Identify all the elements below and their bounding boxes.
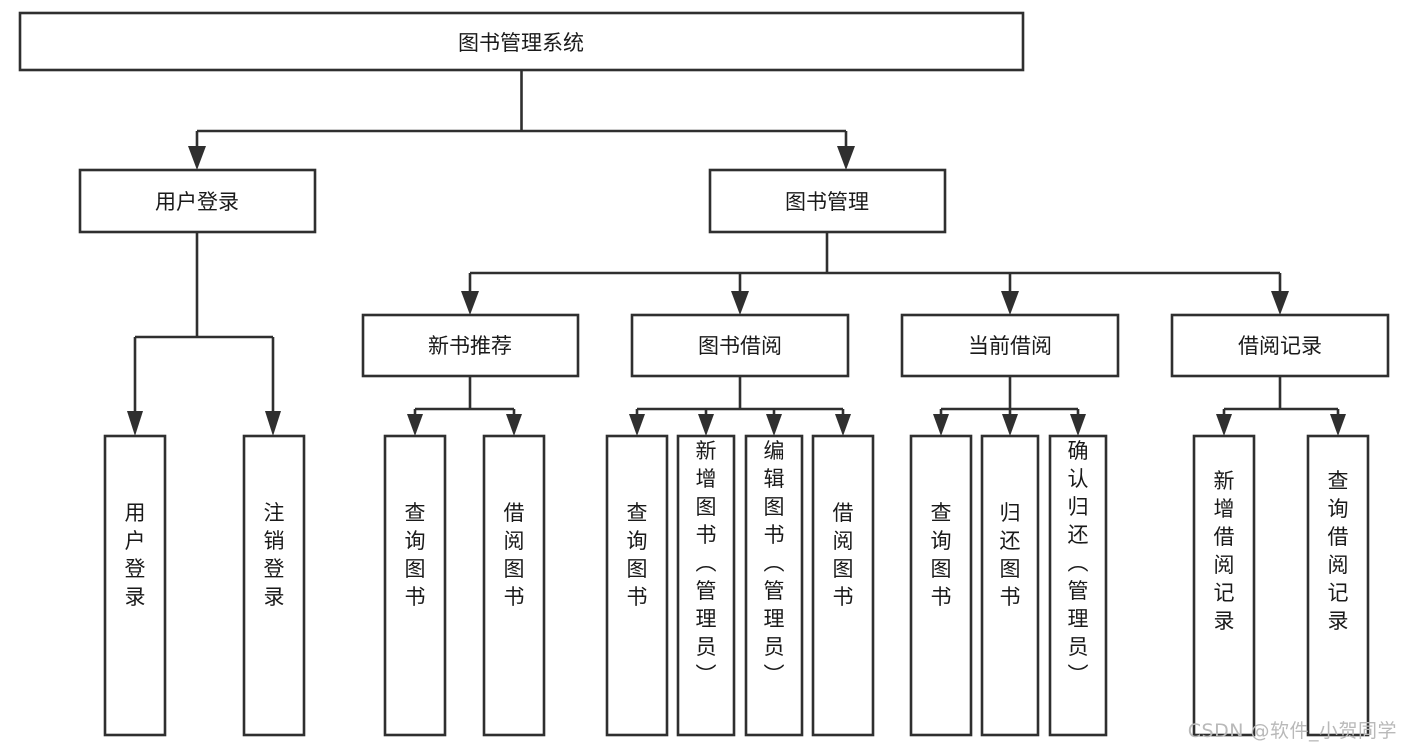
leaf-confirm-return[interactable]: 确认归还︵管理员︶	[1048, 434, 1108, 737]
leaf-confirm-return-box[interactable]	[1048, 434, 1108, 737]
leaf-query-book-1-box[interactable]	[383, 434, 447, 737]
arrowhead-current-borrow	[1001, 291, 1019, 315]
node-book-manage-label: 图书管理	[785, 190, 869, 214]
leaf-add-record-label: 新增借阅记录	[1214, 469, 1235, 633]
arrowhead-leaf-edit-book	[766, 414, 782, 436]
leaf-borrow-book-1-label: 借阅图书	[504, 501, 525, 609]
node-book-manage-box[interactable]	[708, 168, 947, 234]
arrowhead-leaf-borrow-book-2	[835, 414, 851, 436]
node-user-login-label: 用户登录	[155, 190, 239, 214]
arrowhead-leaf-return-book	[1002, 414, 1018, 436]
leaf-user-logout-box[interactable]	[242, 434, 306, 737]
arrowhead-user-login	[188, 146, 206, 170]
leaf-user-login-box[interactable]	[103, 434, 167, 737]
connectors-user-login-to-leaves	[127, 232, 281, 436]
connectors-borrow-record-to-leaves	[1216, 376, 1346, 436]
leaf-user-login[interactable]: 用户登录	[103, 434, 167, 737]
leaf-user-login-label: 用户登录	[125, 501, 146, 609]
arrowhead-new-book	[461, 291, 479, 315]
leaf-query-book-2-label: 查询图书	[627, 501, 648, 609]
leaf-return-book-label: 归还图书	[1000, 501, 1021, 609]
node-new-book-recommend-label: 新书推荐	[428, 334, 512, 358]
node-new-book-recommend[interactable]: 新书推荐	[361, 313, 580, 378]
arrowhead-leaf-user-logout	[265, 411, 281, 436]
leaf-query-book-2-box[interactable]	[605, 434, 669, 737]
arrowhead-leaf-add-record	[1216, 414, 1232, 436]
node-borrow-record-box[interactable]	[1170, 313, 1390, 378]
leaf-user-logout[interactable]: 注销登录	[242, 434, 306, 737]
arrowhead-leaf-query-book-3	[933, 414, 949, 436]
node-root-label: 图书管理系统	[458, 31, 584, 55]
leaf-borrow-book-1[interactable]: 借阅图书	[482, 434, 546, 737]
node-new-book-recommend-box[interactable]	[361, 313, 580, 378]
arrowhead-leaf-borrow-book-1	[506, 414, 522, 436]
leaf-add-book-box[interactable]	[676, 434, 736, 737]
leaf-query-book-3-box[interactable]	[909, 434, 973, 737]
leaf-user-logout-label: 注销登录	[264, 501, 285, 609]
leaf-query-book-2[interactable]: 查询图书	[605, 434, 669, 737]
node-user-login-box[interactable]	[78, 168, 317, 234]
connectors-new-book-to-leaves	[407, 376, 522, 436]
connectors-book-manage-to-level3	[461, 232, 1289, 315]
leaf-add-record-box[interactable]	[1192, 434, 1256, 737]
node-book-borrow-box[interactable]	[630, 313, 850, 378]
leaf-query-book-3-label: 查询图书	[931, 501, 952, 609]
leaf-borrow-book-2-box[interactable]	[811, 434, 875, 737]
arrowhead-leaf-add-book	[698, 414, 714, 436]
node-current-borrow[interactable]: 当前借阅	[900, 313, 1120, 378]
leaf-query-book-1[interactable]: 查询图书	[383, 434, 447, 737]
leaf-confirm-return-label: 确认归还︵管理员︶	[1068, 439, 1089, 687]
node-root[interactable]: 图书管理系统	[18, 11, 1025, 72]
node-user-login[interactable]: 用户登录	[78, 168, 317, 234]
arrowhead-book-borrow	[731, 291, 749, 315]
leaf-borrow-book-1-box[interactable]	[482, 434, 546, 737]
arrowhead-leaf-query-record	[1330, 414, 1346, 436]
csdn-watermark: CSDN @软件_小贺同学	[1187, 720, 1397, 742]
node-book-manage[interactable]: 图书管理	[708, 168, 947, 234]
leaf-add-book-label: 新增图书︵管理员︶	[696, 439, 717, 687]
leaf-query-book-1-label: 查询图书	[405, 501, 426, 609]
node-borrow-record[interactable]: 借阅记录	[1170, 313, 1390, 378]
leaf-borrow-book-2-label: 借阅图书	[833, 501, 854, 609]
leaf-return-book-box[interactable]	[980, 434, 1040, 737]
leaf-query-record[interactable]: 查询借阅记录	[1306, 434, 1370, 737]
leaf-query-book-3[interactable]: 查询图书	[909, 434, 973, 737]
node-root-box[interactable]	[18, 11, 1025, 72]
node-current-borrow-box[interactable]	[900, 313, 1120, 378]
leaf-edit-book-box[interactable]	[744, 434, 804, 737]
leaf-borrow-book-2[interactable]: 借阅图书	[811, 434, 875, 737]
arrowhead-leaf-query-book-1	[407, 414, 423, 436]
arrowhead-borrow-record	[1271, 291, 1289, 315]
connectors-book-borrow-to-leaves	[629, 376, 851, 436]
arrowhead-leaf-query-book-2	[629, 414, 645, 436]
arrowhead-book-manage	[837, 146, 855, 170]
arrowhead-leaf-user-login	[127, 411, 143, 436]
node-book-borrow[interactable]: 图书借阅	[630, 313, 850, 378]
node-book-borrow-label: 图书借阅	[698, 334, 782, 358]
leaf-return-book[interactable]: 归还图书	[980, 434, 1040, 737]
leaf-edit-book[interactable]: 编辑图书︵管理员︶	[744, 434, 804, 737]
node-current-borrow-label: 当前借阅	[968, 334, 1052, 358]
node-borrow-record-label: 借阅记录	[1238, 334, 1322, 358]
connectors-root-to-level2	[188, 70, 855, 170]
leaf-edit-book-label: 编辑图书︵管理员︶	[764, 439, 785, 687]
connectors-current-borrow-to-leaves	[933, 376, 1086, 436]
leaf-add-record[interactable]: 新增借阅记录	[1192, 434, 1256, 737]
leaf-query-record-box[interactable]	[1306, 434, 1370, 737]
leaf-add-book[interactable]: 新增图书︵管理员︶	[676, 434, 736, 737]
arrowhead-leaf-confirm-return	[1070, 414, 1086, 436]
leaf-query-record-label: 查询借阅记录	[1328, 469, 1349, 633]
